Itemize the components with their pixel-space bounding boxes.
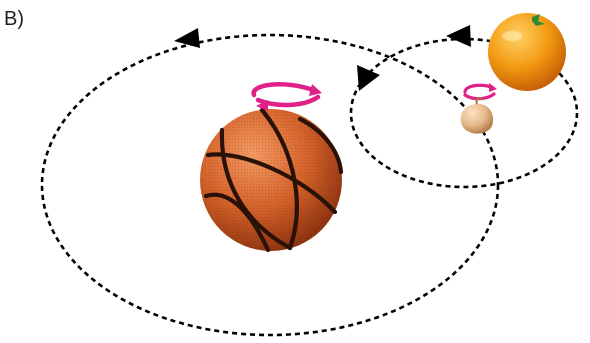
small-orbit-arrow-left-icon (357, 65, 380, 91)
chickpea-rotation-arrow-icon (465, 83, 497, 99)
orange-icon (488, 13, 566, 91)
chickpea-icon (461, 98, 493, 134)
basketball-icon (200, 109, 342, 251)
basketball-rotation-arrow-icon (254, 84, 322, 111)
small-orbit-arrow-top-icon (446, 25, 471, 47)
large-orbit-arrow-icon (174, 28, 200, 48)
